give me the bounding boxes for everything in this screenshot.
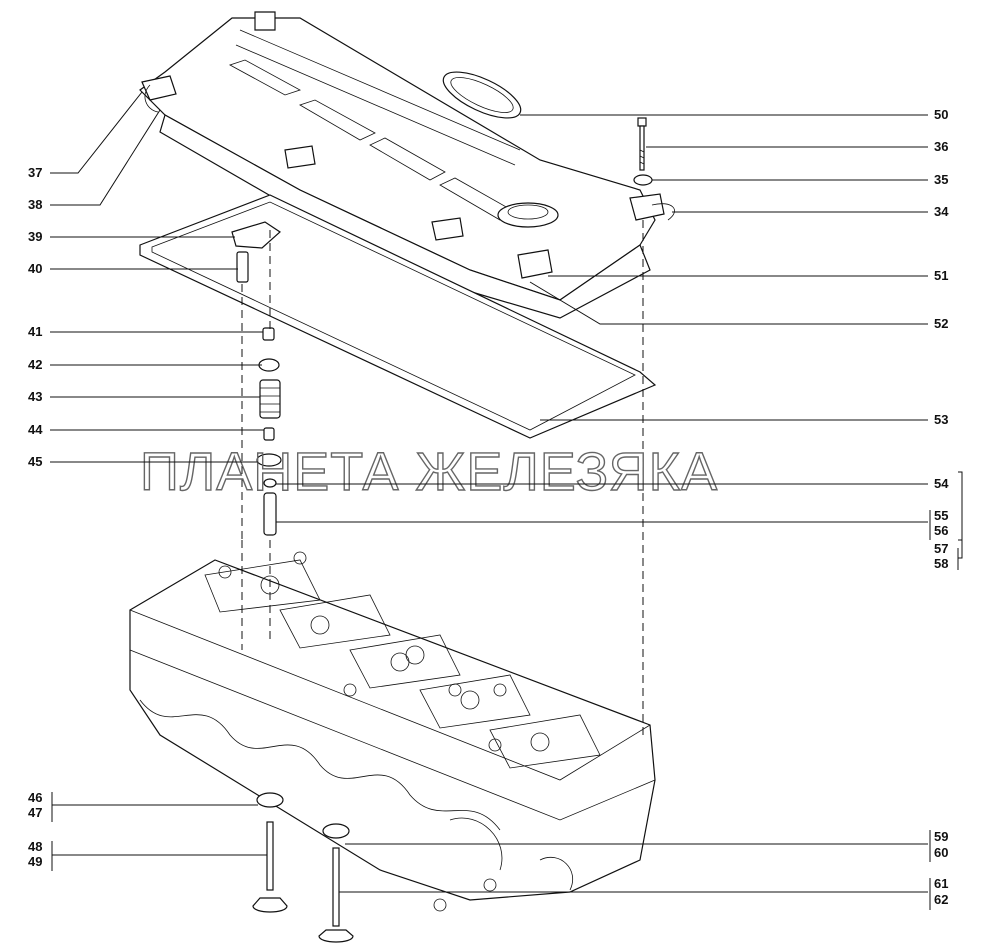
callout-55: 55 — [934, 508, 948, 523]
valve-stack — [231, 221, 282, 536]
callout-35: 35 — [934, 172, 948, 187]
callout-42: 42 — [28, 357, 42, 372]
callout-54: 54 — [934, 476, 949, 491]
callout-37: 37 — [28, 165, 42, 180]
washer-35 — [633, 174, 653, 186]
valve-exhaust — [318, 823, 354, 943]
callout-60: 60 — [934, 845, 948, 860]
valve-cover — [139, 11, 675, 319]
callout-51: 51 — [934, 268, 948, 283]
callout-39: 39 — [28, 229, 42, 244]
callout-41: 41 — [28, 324, 42, 339]
callout-43: 43 — [28, 389, 42, 404]
callout-50: 50 — [934, 107, 948, 122]
bolt-36 — [637, 117, 647, 171]
callout-56: 56 — [934, 523, 948, 538]
callout-46: 46 — [28, 790, 42, 805]
watermark: ПЛАНЕТА ЖЕЛЕЗЯКА — [140, 442, 718, 502]
callouts-right: 50 36 35 34 51 52 53 54 55 56 57 58 59 6… — [276, 107, 963, 910]
callouts-left: 37 38 39 40 41 42 43 44 45 46 47 48 49 — [28, 91, 267, 871]
callout-57: 57 — [934, 541, 948, 556]
callout-49: 49 — [28, 854, 42, 869]
callout-53: 53 — [934, 412, 948, 427]
callout-59: 59 — [934, 829, 948, 844]
callout-62: 62 — [934, 892, 948, 907]
callout-58: 58 — [934, 556, 948, 571]
callout-52: 52 — [934, 316, 948, 331]
cover-gasket — [139, 194, 657, 439]
callout-47: 47 — [28, 805, 42, 820]
callout-48: 48 — [28, 839, 42, 854]
valve-intake — [252, 792, 288, 913]
cylinder-head — [129, 551, 656, 912]
callout-34: 34 — [934, 204, 949, 219]
callout-44: 44 — [28, 422, 43, 437]
callout-36: 36 — [934, 139, 948, 154]
callout-40: 40 — [28, 261, 42, 276]
callout-45: 45 — [28, 454, 42, 469]
callout-38: 38 — [28, 197, 42, 212]
callout-61: 61 — [934, 876, 948, 891]
